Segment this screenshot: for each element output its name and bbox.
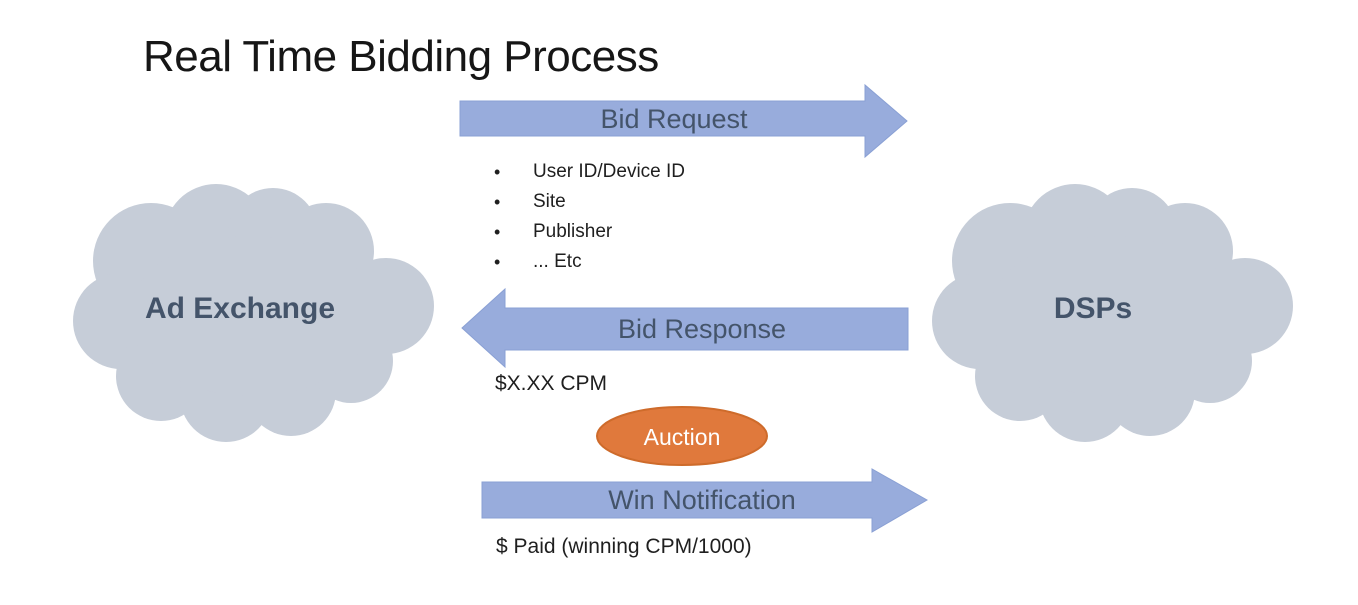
ad-exchange-cloud: Ad Exchange (73, 184, 434, 442)
dsps-label: DSPs (1054, 292, 1132, 325)
detail-item: ... Etc (488, 247, 685, 277)
paid-note: $ Paid (winning CPM/1000) (496, 535, 752, 558)
auction-ellipse: Auction (596, 406, 768, 466)
bid-request-arrow: Bid Request (459, 83, 908, 159)
bid-response-label: Bid Response (618, 314, 786, 344)
detail-item: Publisher (488, 217, 685, 247)
win-notification-label: Win Notification (608, 485, 796, 515)
auction-label: Auction (644, 424, 721, 450)
cpm-note: $X.XX CPM (495, 372, 608, 395)
win-notification-arrow: Win Notification (481, 468, 929, 533)
bid-request-details: User ID/Device ID Site Publisher ... Etc (488, 157, 685, 277)
bid-request-label: Bid Request (600, 104, 748, 134)
dsps-cloud: DSPs (932, 184, 1293, 442)
detail-item: Site (488, 187, 685, 217)
ad-exchange-label: Ad Exchange (145, 292, 335, 325)
detail-item: User ID/Device ID (488, 157, 685, 187)
bid-response-arrow: Bid Response (461, 287, 909, 369)
page-title: Real Time Bidding Process (143, 32, 659, 81)
